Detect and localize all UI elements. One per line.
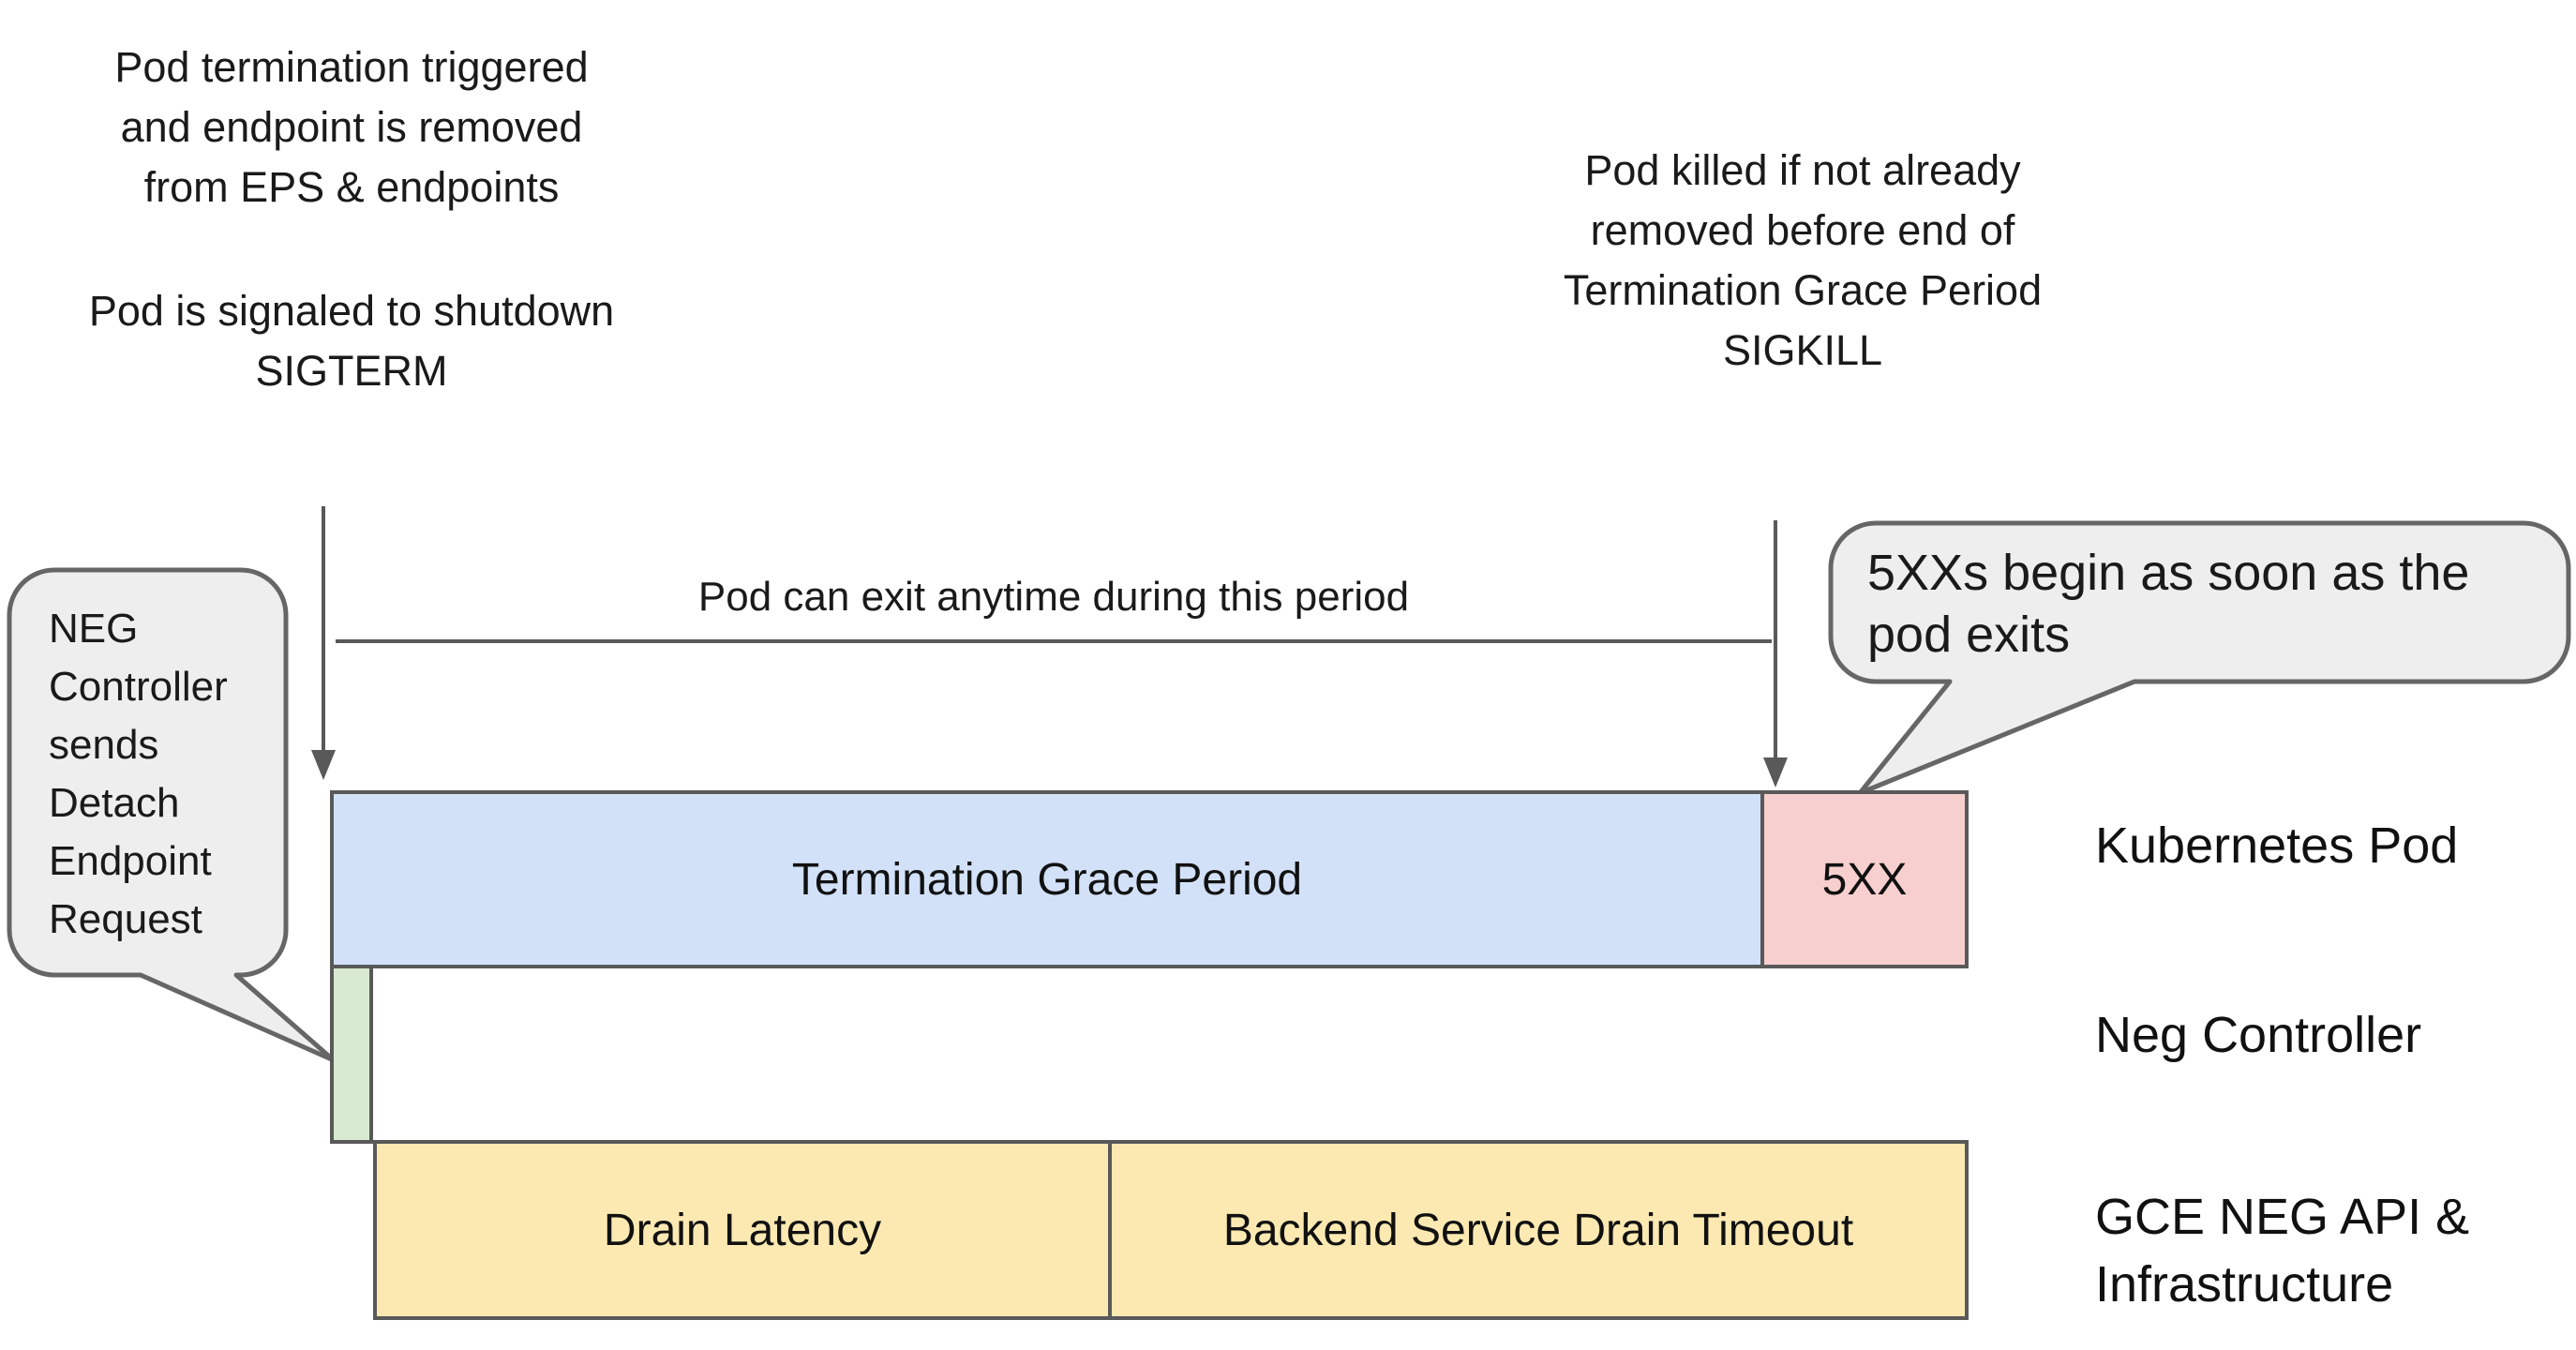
note-line: Termination Grace Period bbox=[1563, 266, 2043, 314]
label-gce-neg-api: GCE NEG API & Infrastructure bbox=[2095, 1183, 2469, 1318]
callout-line: pod exits bbox=[1867, 607, 2071, 663]
bar-backend-drain-timeout: Backend Service Drain Timeout bbox=[1108, 1140, 1969, 1320]
note-pod-termination: Pod termination triggered and endpoint i… bbox=[33, 38, 670, 401]
sigkill-arrow bbox=[1763, 520, 1788, 788]
bar-label: Termination Grace Period bbox=[791, 854, 1303, 905]
bar-termination-grace-period: Termination Grace Period bbox=[330, 790, 1764, 968]
bar-5xx: 5XX bbox=[1760, 790, 1969, 968]
note-line: SIGTERM bbox=[255, 347, 448, 395]
bar-label: Drain Latency bbox=[603, 1205, 882, 1255]
note-line: Pod termination triggered bbox=[114, 43, 589, 91]
callout-5xx-text: 5XXs begin as soon as the pod exits bbox=[1867, 542, 2469, 666]
label-line: Infrastructure bbox=[2095, 1256, 2394, 1312]
sigterm-arrow bbox=[311, 506, 336, 780]
bar-label: Backend Service Drain Timeout bbox=[1222, 1205, 1854, 1255]
bar-drain-latency: Drain Latency bbox=[373, 1140, 1112, 1320]
note-pod-killed: Pod killed if not already removed before… bbox=[1475, 141, 2131, 381]
paragraph-spacer bbox=[33, 218, 670, 281]
callout-line: Endpoint bbox=[49, 838, 212, 884]
label-line: GCE NEG API & bbox=[2095, 1189, 2470, 1245]
bar-neg-detach bbox=[330, 965, 373, 1144]
note-line: Pod is signaled to shutdown bbox=[88, 287, 615, 335]
callout-line: 5XXs begin as soon as the bbox=[1867, 545, 2470, 601]
note-line: SIGKILL bbox=[1722, 326, 1883, 374]
neg-controller-callout-bubble bbox=[7, 567, 337, 1063]
callout-line: Detach bbox=[49, 780, 180, 826]
note-line: removed before end of bbox=[1590, 206, 2015, 254]
callout-line: sends bbox=[49, 722, 159, 768]
callout-line: NEG bbox=[49, 606, 139, 652]
label-kubernetes-pod: Kubernetes Pod bbox=[2095, 818, 2459, 874]
callout-line: Request bbox=[49, 896, 202, 942]
five-xx-callout-bubble bbox=[1828, 520, 2571, 796]
note-line: and endpoint is removed bbox=[120, 103, 583, 151]
callout-line: Controller bbox=[49, 664, 228, 710]
note-line: Pod killed if not already bbox=[1584, 146, 2021, 194]
bar-label: 5XX bbox=[1821, 854, 1908, 905]
note-line: from EPS & endpoints bbox=[143, 163, 560, 211]
callout-neg-controller-text: NEG Controller sends Detach Endpoint Req… bbox=[49, 600, 228, 949]
label-neg-controller: Neg Controller bbox=[2095, 1007, 2422, 1063]
note-pod-can-exit: Pod can exit anytime during this period bbox=[697, 574, 1410, 620]
